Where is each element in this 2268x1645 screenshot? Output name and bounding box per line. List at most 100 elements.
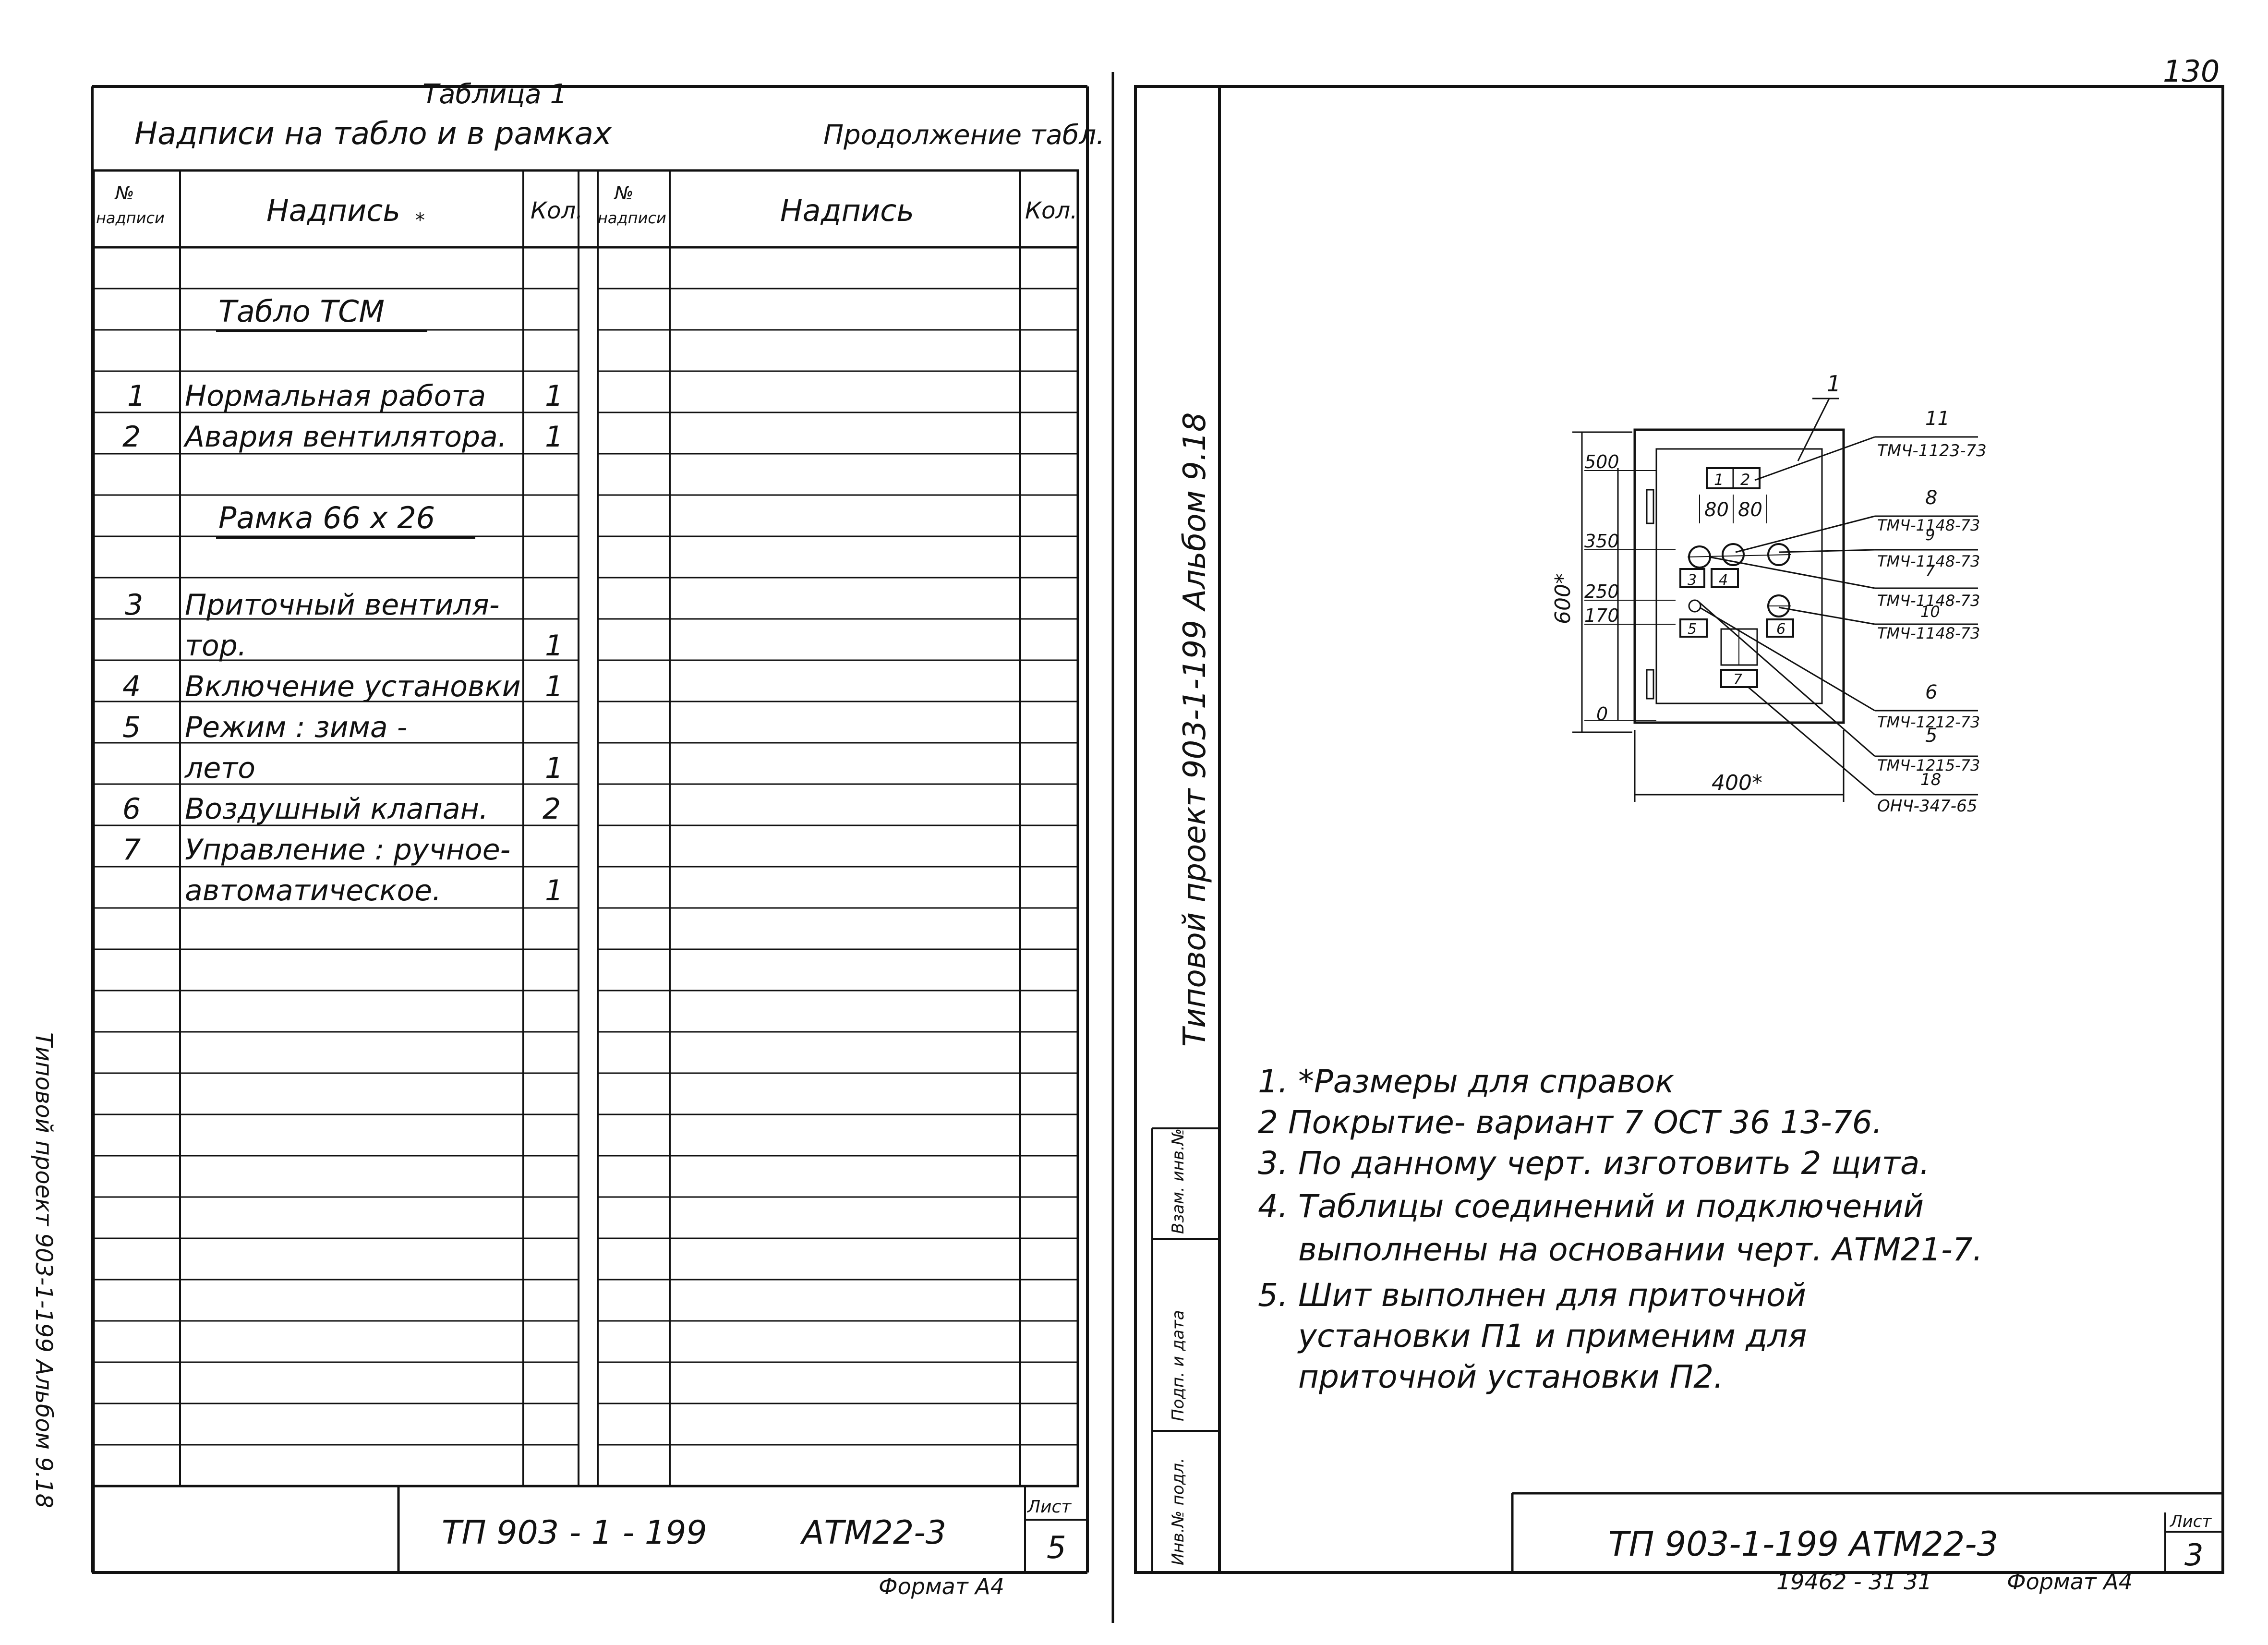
svg-text:5: 5 bbox=[122, 711, 141, 744]
table-rows: Табло ТСМ 1 Нормальная работа 1 2 Авария ве… bbox=[122, 294, 563, 907]
device-9-no: 9 bbox=[1925, 526, 1935, 544]
col-dim-80-2: 80 bbox=[1738, 499, 1762, 521]
right-side-title: Типовой проект 903-1-199 Альбом 9.18 bbox=[1177, 412, 1213, 1047]
device-7-code: ТМЧ-1148-73 bbox=[1877, 592, 1980, 610]
header-qty-2: Кол. bbox=[1025, 197, 1077, 224]
table-row: 5 Режим : зима - bbox=[122, 711, 407, 744]
left-stamp-doc: АТМ22-3 bbox=[800, 1514, 946, 1552]
table-row: 7 Управление : ручное- bbox=[122, 833, 510, 867]
device-6-code: ТМЧ-1212-73 bbox=[1877, 713, 1980, 731]
left-margin-text: Типовой проект 903-1-199 Альбом 9.18 bbox=[30, 1032, 57, 1508]
device-5-code: ТМЧ-1215-73 bbox=[1877, 756, 1980, 774]
svg-text:Табло ТСМ: Табло ТСМ bbox=[218, 294, 385, 329]
right-format: Формат А4 bbox=[2007, 1569, 2133, 1595]
table-row-lines bbox=[94, 288, 1078, 1446]
svg-text:автоматическое.: автоматическое. bbox=[185, 874, 441, 907]
device-10-code: ТМЧ-1148-73 bbox=[1877, 624, 1980, 642]
header-star: * bbox=[415, 209, 425, 231]
header-no-sub: надписи bbox=[96, 209, 165, 227]
note-4: 4. Таблицы соединений и подключений bbox=[1258, 1188, 1924, 1225]
header-no-2: № bbox=[614, 182, 634, 204]
item-1-label: 1 bbox=[1827, 371, 1841, 397]
note-4-cont: выполнены на основании черт. АТМ21-7. bbox=[1258, 1231, 1983, 1268]
note-5-cont: установки П1 и применим для bbox=[1258, 1318, 1807, 1355]
side-cell-inv-replace: Взам. инв.№ bbox=[1169, 1128, 1188, 1234]
svg-text:Авария вентилятора.: Авария вентилятора. bbox=[183, 420, 507, 454]
notes: 1. *Размеры для справок 2 Покрытие- вари… bbox=[1258, 1063, 1983, 1395]
plate-6: 6 bbox=[1776, 621, 1785, 638]
table-row: 3 Приточный вентиля- bbox=[125, 588, 500, 622]
right-sheet: Типовой проект 903-1-199 Альбом 9.18 Вза… bbox=[1134, 85, 2224, 1595]
table-row: тор. 1 bbox=[185, 629, 563, 663]
device-5-no: 5 bbox=[1925, 725, 1937, 747]
svg-text:тор.: тор. bbox=[185, 629, 247, 663]
svg-text:Приточный вентиля-: Приточный вентиля- bbox=[185, 588, 500, 622]
header-no-sub-2: надписи bbox=[598, 209, 666, 227]
left-format: Формат А4 bbox=[879, 1573, 1004, 1599]
device-8-code: ТМЧ-1148-73 bbox=[1877, 516, 1980, 534]
side-cell-sign-date: Подп. и дата bbox=[1169, 1310, 1188, 1421]
header-text-2: Надпись bbox=[780, 193, 914, 228]
device-18-code: ОНЧ-347-65 bbox=[1877, 797, 1977, 816]
table-row: Табло ТСМ bbox=[218, 294, 385, 329]
svg-text:3: 3 bbox=[125, 588, 143, 622]
dim-170: 170 bbox=[1584, 605, 1619, 626]
svg-text:Включение установки: Включение установки bbox=[185, 670, 521, 703]
left-sheet-label: Лист bbox=[1026, 1497, 1072, 1517]
svg-text:1: 1 bbox=[545, 874, 563, 907]
side-cell-inv-orig: Инв.№ подл. bbox=[1169, 1458, 1188, 1565]
table-row: лето 1 bbox=[184, 751, 563, 785]
continuation-label: Продолжение табл. bbox=[823, 120, 1105, 151]
svg-text:Режим : зима -: Режим : зима - bbox=[185, 711, 407, 744]
right-sheet-label: Лист bbox=[2169, 1512, 2212, 1531]
svg-text:лето: лето bbox=[184, 751, 255, 785]
note-2: 2 Покрытие- вариант 7 ОСТ 36 13-76. bbox=[1258, 1104, 1882, 1141]
svg-text:4: 4 bbox=[122, 670, 141, 703]
svg-text:6: 6 bbox=[122, 792, 141, 826]
svg-text:1: 1 bbox=[127, 379, 145, 413]
plate-5: 5 bbox=[1688, 621, 1697, 638]
dim-0: 0 bbox=[1596, 703, 1608, 725]
plate-3: 3 bbox=[1688, 572, 1697, 589]
note-5: 5. Шит выполнен для приточной bbox=[1258, 1277, 1806, 1314]
dim-500: 500 bbox=[1584, 451, 1619, 472]
right-sheet-number: 3 bbox=[2184, 1537, 2203, 1572]
header-no: № bbox=[114, 182, 134, 204]
right-stamp-code: ТП 903-1-199 АТМ22-3 bbox=[1608, 1524, 1998, 1564]
table-title: Таблица 1 bbox=[422, 79, 567, 110]
note-3: 3. По данному черт. изготовить 2 щита. bbox=[1258, 1145, 1930, 1182]
svg-text:1: 1 bbox=[545, 629, 563, 663]
dim-width: 400* bbox=[1712, 771, 1762, 795]
svg-text:Рамка 66 x 26: Рамка 66 x 26 bbox=[218, 500, 435, 535]
svg-text:Нормальная работа: Нормальная работа bbox=[185, 379, 486, 413]
table-subtitle: Надписи на табло и в рамках bbox=[134, 116, 612, 152]
header-text: Надпись bbox=[266, 193, 400, 228]
table-row: Рамка 66 x 26 bbox=[218, 500, 435, 535]
left-sheet-number: 5 bbox=[1047, 1530, 1066, 1566]
left-stamp-code: ТП 903 - 1 - 199 bbox=[442, 1514, 707, 1552]
dim-250: 250 bbox=[1584, 581, 1619, 602]
order-number: 19462 - 31 31 bbox=[1776, 1569, 1932, 1595]
plate-1: 1 bbox=[1714, 471, 1724, 489]
plate-2: 2 bbox=[1740, 471, 1750, 489]
device-10-no: 10 bbox=[1920, 603, 1940, 621]
table-row: 1 Нормальная работа 1 bbox=[127, 379, 563, 413]
note-1: 1. *Размеры для справок bbox=[1258, 1063, 1674, 1100]
device-7-no: 7 bbox=[1925, 562, 1935, 580]
svg-text:2: 2 bbox=[122, 420, 141, 454]
device-8-no: 8 bbox=[1925, 487, 1937, 509]
svg-text:7: 7 bbox=[122, 833, 141, 867]
dim-350: 350 bbox=[1584, 531, 1619, 552]
svg-text:Управление : ручное-: Управление : ручное- bbox=[185, 833, 510, 867]
svg-text:1: 1 bbox=[545, 379, 563, 413]
svg-text:1: 1 bbox=[545, 751, 563, 785]
device-callouts: 11 ТМЧ-1123-73 8 ТМЧ-1148-73 9 ТМЧ-1148-… bbox=[1699, 408, 1987, 816]
note-5-cont-2: приточной установки П2. bbox=[1258, 1358, 1724, 1395]
header-qty: Кол. bbox=[531, 197, 583, 224]
svg-text:1: 1 bbox=[545, 420, 563, 454]
svg-text:Воздушный клапан.: Воздушный клапан. bbox=[185, 792, 488, 826]
dim-height: 600* bbox=[1551, 573, 1575, 624]
